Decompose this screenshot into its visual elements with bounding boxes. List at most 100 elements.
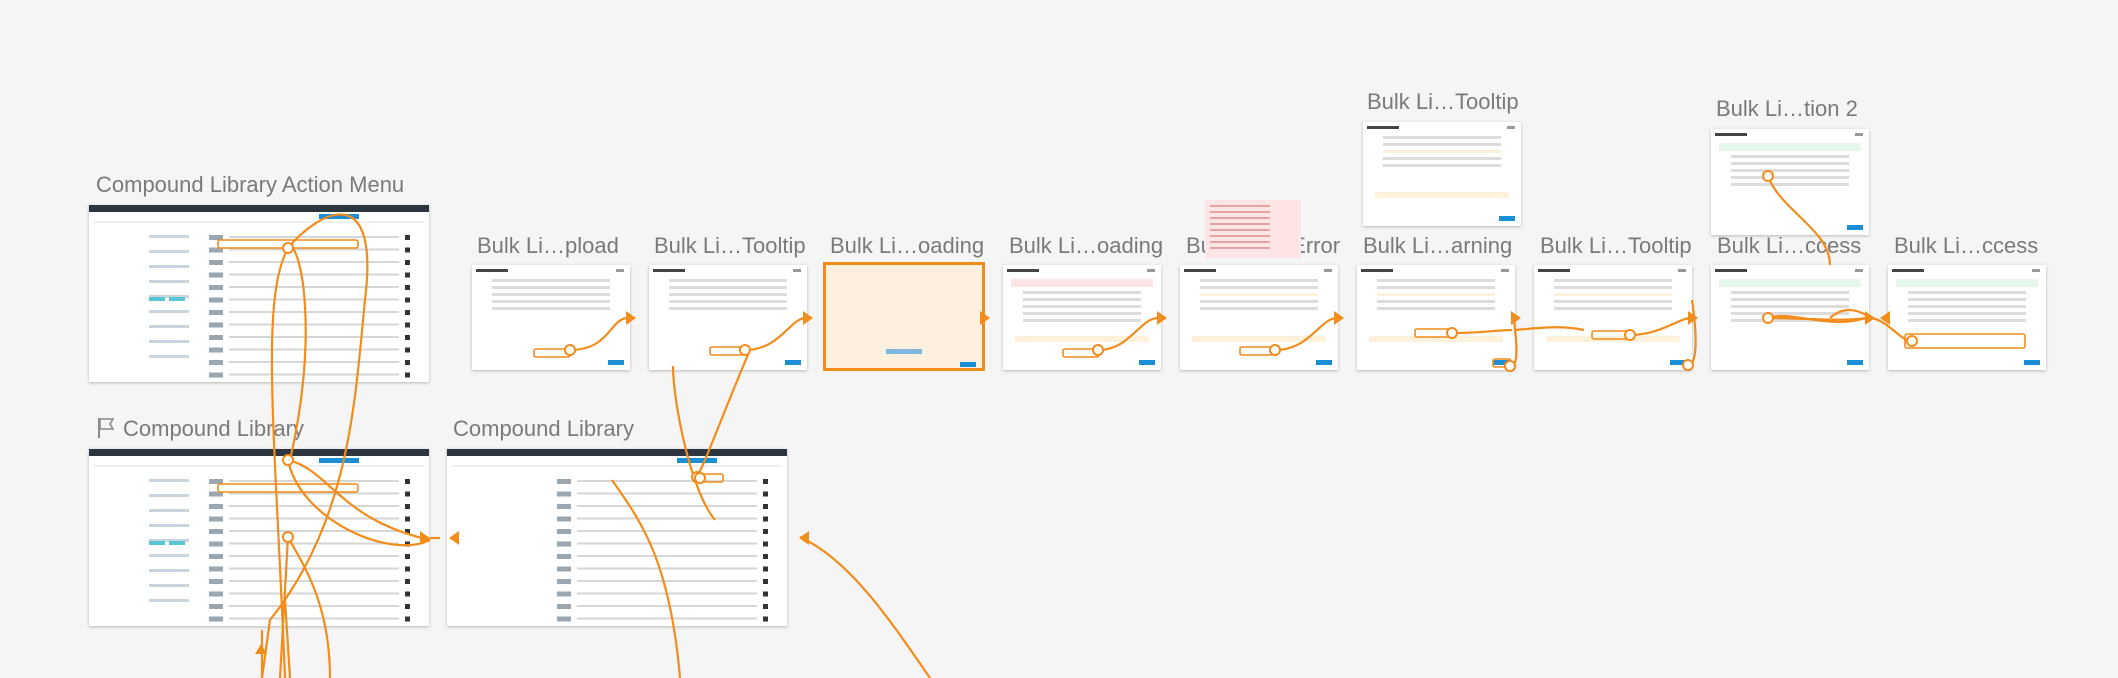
mini-line [1023,312,1141,315]
mini-action [405,529,410,534]
mini-row [229,361,399,363]
artboard-action-menu[interactable] [89,205,429,382]
mini-row [229,592,399,595]
mini-line [492,286,610,289]
artboard-title-bulk-loading-2[interactable]: Bulk Li…oading [1009,233,1164,258]
mini-error-line [1210,229,1270,231]
mini-filter [149,325,189,328]
mini-structure [209,322,223,328]
mini-dialog-title [1007,269,1039,272]
mini-structure [209,285,223,290]
connection-wire [1871,316,1913,343]
mini-button [677,458,717,463]
mini-success-banner [1719,279,1861,287]
hotspot-node [282,242,294,254]
mini-line [1377,279,1495,282]
mini-structure [209,247,223,253]
mini-line [1731,169,1849,172]
mini-line [1731,312,1849,315]
connection-wire [260,213,369,678]
mini-line [1200,307,1318,310]
mini-line [1908,291,2026,294]
mini-chip [149,297,165,301]
artboard-title-bulk-tooltip-top[interactable]: Bulk Li…Tooltip [1367,89,1519,114]
header-bar [447,449,787,456]
mini-warning-banner [1375,192,1509,198]
mini-action [405,491,410,497]
artboard-title-library-secondary[interactable]: Compound Library [453,416,634,441]
connection-wire [1274,316,1338,352]
mini-row [577,505,757,507]
artboard-title-bulk-success-2[interactable]: Bulk Li…ccess [1894,233,2039,258]
connection-wire [287,458,431,542]
mini-structure [209,516,223,522]
connection-wire [286,459,431,547]
mini-line [1731,298,1849,301]
mini-action [763,529,768,534]
mini-row [229,323,399,326]
mini-close [1147,269,1155,272]
hotspot-node [1092,344,1104,356]
connection-wire [1767,316,1867,321]
mini-chip [149,541,165,545]
mini-row [577,580,757,582]
mini-row [229,336,399,338]
connection-wire [799,536,931,678]
mini-action [405,604,410,609]
mini-line [669,293,787,296]
hotspot-node [564,344,576,356]
hotspot-node [1504,360,1516,372]
mini-line [1554,307,1672,310]
artboard-bulk-tooltip-1[interactable] [649,265,807,370]
artboard-title-bulk-success-1[interactable]: Bulk Li…ccess [1717,233,1862,258]
mini-row [229,480,399,482]
mini-row [577,542,757,545]
mini-error-line [1210,241,1270,243]
mini-filter [149,355,189,358]
mini-error-line [1210,205,1270,207]
mini-close [1855,133,1863,136]
mini-structure [209,372,223,378]
mini-row [229,236,399,238]
mini-row [577,530,757,532]
mini-button [319,214,359,219]
artboard-title-bulk-tooltip-2[interactable]: Bulk Li…Tooltip [1540,233,1692,258]
artboard-bulk-tooltip-top[interactable] [1363,122,1521,226]
mini-structure [557,616,571,622]
artboard-title-action-menu[interactable]: Compound Library Action Menu [96,172,405,197]
artboard-bulk-upload[interactable] [472,265,630,370]
mini-primary-button [1499,216,1515,221]
artboard-library-main[interactable] [89,449,429,626]
connection-wire [287,244,307,461]
mini-action [405,335,410,340]
arrowhead [1157,311,1167,325]
mini-primary-button [1670,360,1686,365]
connection-wire [1629,316,1691,337]
mini-line [1383,157,1501,160]
connection-wire [1451,328,1513,335]
artboard-title-bulk-tooltip-1[interactable]: Bulk Li…Tooltip [654,233,806,258]
arrowhead [980,311,990,325]
mini-filter [149,524,189,527]
mini-row [229,580,399,582]
artboard-title-bulk-upload[interactable]: Bulk Li…pload [477,233,619,258]
mini-line [1731,319,1849,322]
hotspot-node [1446,327,1458,339]
artboard-title-bulk-option-2[interactable]: Bulk Li…tion 2 [1716,96,1858,121]
artboard-bulk-warning[interactable] [1357,265,1515,370]
mini-error-line [1210,235,1270,237]
artboard-library-secondary[interactable] [447,449,787,626]
mini-line [1731,291,1849,294]
mini-action [405,272,410,278]
hotspot-outline [217,483,359,493]
mini-row [229,248,399,251]
artboard-title-bulk-warning[interactable]: Bulk Li…arning [1363,233,1513,258]
mini-filter [149,280,189,283]
artboard-title-bulk-loading-1[interactable]: Bulk Li…oading [830,233,985,258]
mini-line [492,300,610,303]
artboard-bulk-error[interactable] [1180,265,1338,370]
mini-structure [209,591,223,597]
artboard-bulk-tooltip-2[interactable] [1534,265,1692,370]
hotspot-outline [1904,333,2026,349]
